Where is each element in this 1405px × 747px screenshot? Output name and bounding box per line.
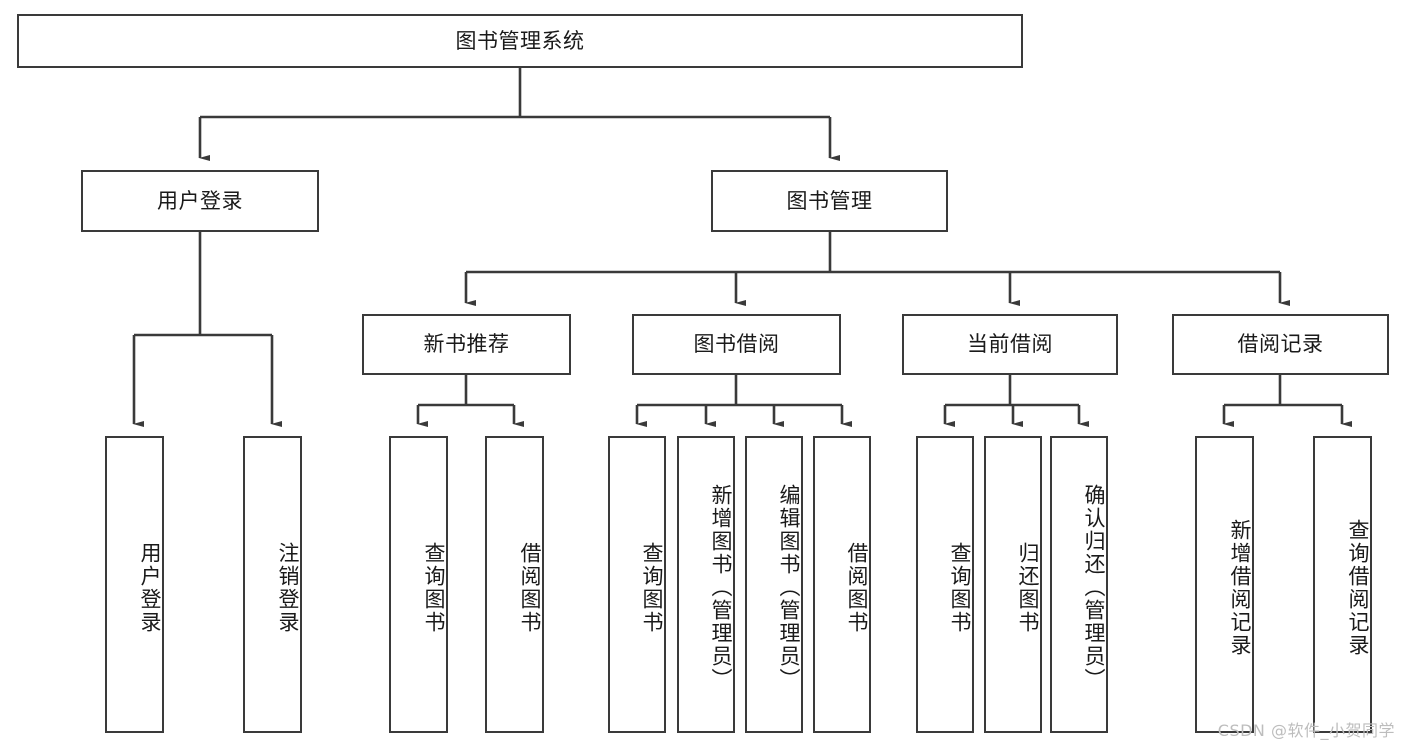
node-root[interactable]: 图书管理系统 — [17, 14, 1023, 68]
edge-book-borrow-bus — [637, 375, 842, 407]
edge-user-login-bus — [134, 232, 272, 337]
node-leaf-borrow-book-1-label: 借阅图书 — [518, 541, 542, 634]
node-leaf-add-book-label: 新增图书（管理员） — [709, 484, 733, 691]
node-leaf-edit-book-label: 编辑图书（管理员） — [777, 484, 801, 691]
node-current-borrow[interactable]: 当前借阅 — [902, 314, 1118, 375]
node-current-borrow-label: 当前借阅 — [967, 332, 1053, 357]
node-leaf-confirm-return[interactable]: 确认归还（管理员） — [1050, 436, 1108, 733]
node-leaf-return-book-label: 归还图书 — [1016, 541, 1040, 634]
edge-borrow-record-bus — [1224, 375, 1342, 407]
node-leaf-query-book-1-label: 查询图书 — [422, 541, 446, 634]
node-leaf-query-book-3[interactable]: 查询图书 — [916, 436, 974, 733]
node-leaf-borrow-book-1[interactable]: 借阅图书 — [485, 436, 544, 733]
node-book-borrow[interactable]: 图书借阅 — [632, 314, 841, 375]
node-borrow-record-label: 借阅记录 — [1237, 332, 1324, 357]
node-leaf-query-book-2[interactable]: 查询图书 — [608, 436, 666, 733]
edge-book-management-bus — [466, 232, 1280, 274]
node-new-book-recommend-label: 新书推荐 — [423, 332, 510, 357]
edge-root-bus — [200, 68, 830, 119]
node-user-login-label: 用户登录 — [157, 188, 243, 213]
node-leaf-query-borrow-record[interactable]: 查询借阅记录 — [1313, 436, 1372, 733]
node-leaf-query-book-1[interactable]: 查询图书 — [389, 436, 448, 733]
node-leaf-query-book-2-label: 查询图书 — [640, 541, 664, 634]
node-root-label: 图书管理系统 — [455, 28, 585, 53]
node-borrow-record[interactable]: 借阅记录 — [1172, 314, 1389, 375]
node-leaf-return-book[interactable]: 归还图书 — [984, 436, 1042, 733]
node-leaf-query-borrow-record-label: 查询借阅记录 — [1346, 518, 1370, 657]
node-book-management-label: 图书管理 — [786, 188, 873, 213]
node-leaf-user-login[interactable]: 用户登录 — [105, 436, 164, 733]
node-book-management[interactable]: 图书管理 — [711, 170, 948, 232]
watermark: CSDN @软件_小贺同学 — [1217, 721, 1395, 740]
node-book-borrow-label: 图书借阅 — [693, 332, 780, 357]
node-leaf-borrow-book-2[interactable]: 借阅图书 — [813, 436, 871, 733]
node-leaf-edit-book[interactable]: 编辑图书（管理员） — [745, 436, 803, 733]
node-leaf-query-book-3-label: 查询图书 — [948, 541, 972, 634]
node-new-book-recommend[interactable]: 新书推荐 — [362, 314, 571, 375]
node-leaf-add-borrow-record[interactable]: 新增借阅记录 — [1195, 436, 1254, 733]
node-user-login[interactable]: 用户登录 — [81, 170, 319, 232]
node-leaf-logout[interactable]: 注销登录 — [243, 436, 302, 733]
node-leaf-confirm-return-label: 确认归还（管理员） — [1082, 484, 1106, 691]
edge-new-book-recommend-bus — [418, 375, 514, 407]
node-leaf-add-book[interactable]: 新增图书（管理员） — [677, 436, 735, 733]
node-leaf-logout-label: 注销登录 — [276, 541, 300, 634]
node-leaf-user-login-label: 用户登录 — [138, 541, 162, 634]
node-leaf-add-borrow-record-label: 新增借阅记录 — [1228, 518, 1252, 657]
node-leaf-borrow-book-2-label: 借阅图书 — [845, 541, 869, 634]
edge-current-borrow-bus — [945, 375, 1079, 407]
